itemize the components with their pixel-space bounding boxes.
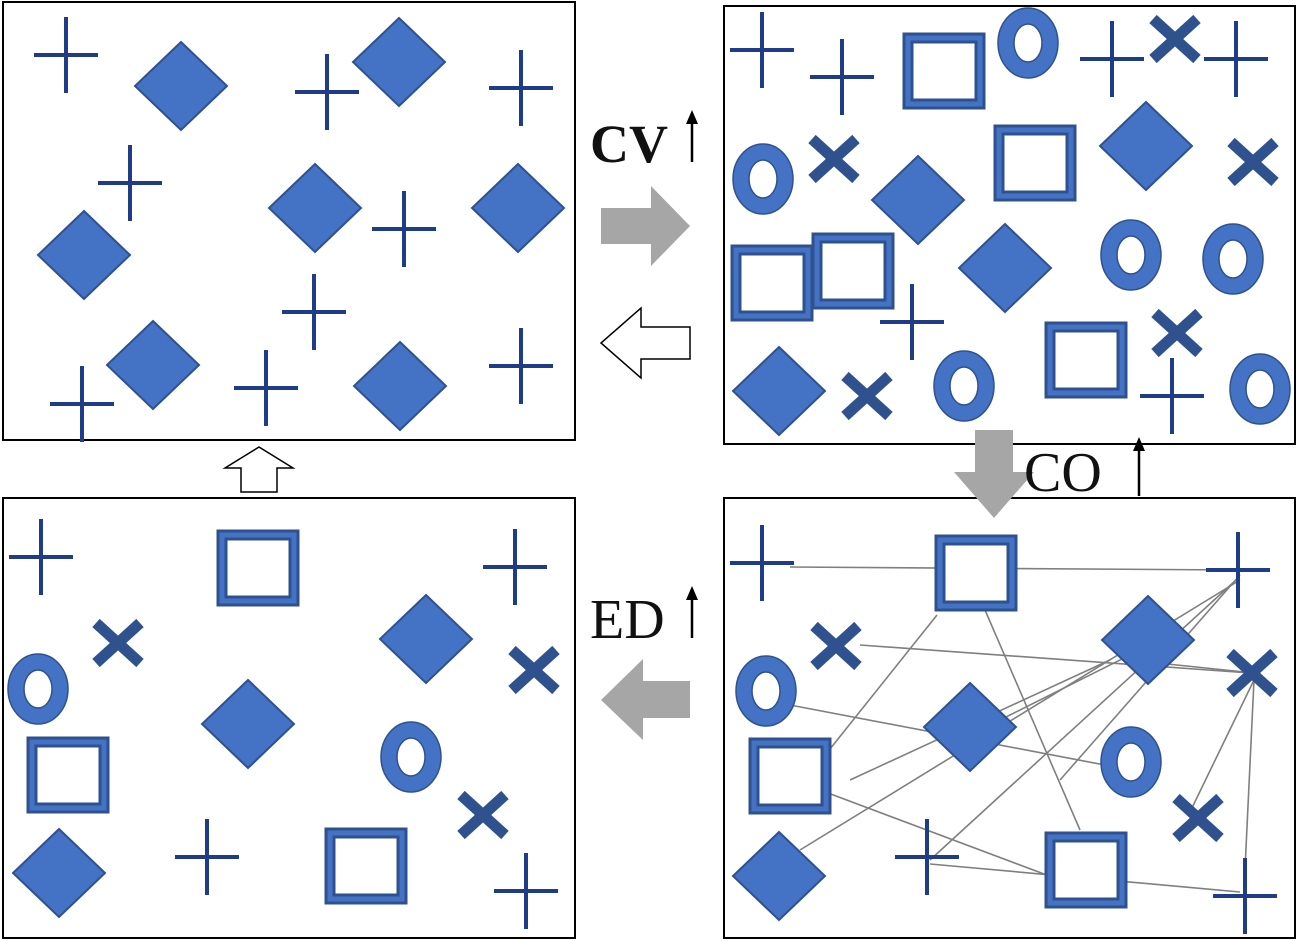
- arrow-right-gray: [601, 186, 690, 266]
- square-ring-icon: [817, 238, 889, 304]
- panel-top-left: [2, 1, 576, 444]
- square-ring-icon: [908, 38, 980, 104]
- up-arrow-ed-icon: [686, 586, 698, 638]
- square-ring-icon: [999, 130, 1071, 196]
- square-ring-icon: [736, 250, 808, 316]
- up-arrow-cv-icon: [686, 110, 698, 162]
- square-ring-icon: [222, 535, 294, 601]
- square-ring-icon: [330, 833, 402, 899]
- arrow-down-gray: [954, 430, 1034, 518]
- arrow-left-hollow: [599, 306, 691, 380]
- square-ring-icon: [1050, 327, 1122, 393]
- label-cv: CV: [590, 114, 668, 174]
- arrow-left-gray: [601, 659, 690, 740]
- up-arrow-co-icon: [1133, 437, 1145, 496]
- square-ring-icon: [1050, 837, 1122, 903]
- label-ed: ED: [590, 589, 665, 651]
- label-co: CO: [1024, 442, 1102, 504]
- panel-bottom-right: [723, 497, 1296, 939]
- square-ring-icon: [32, 742, 104, 808]
- square-ring-icon: [940, 540, 1012, 606]
- panel-top-right: [723, 6, 1295, 445]
- connector-lines: [789, 566, 1255, 893]
- panel-bottom-left: [3, 497, 576, 939]
- square-ring-icon: [754, 743, 826, 809]
- arrow-up-hollow: [222, 446, 296, 493]
